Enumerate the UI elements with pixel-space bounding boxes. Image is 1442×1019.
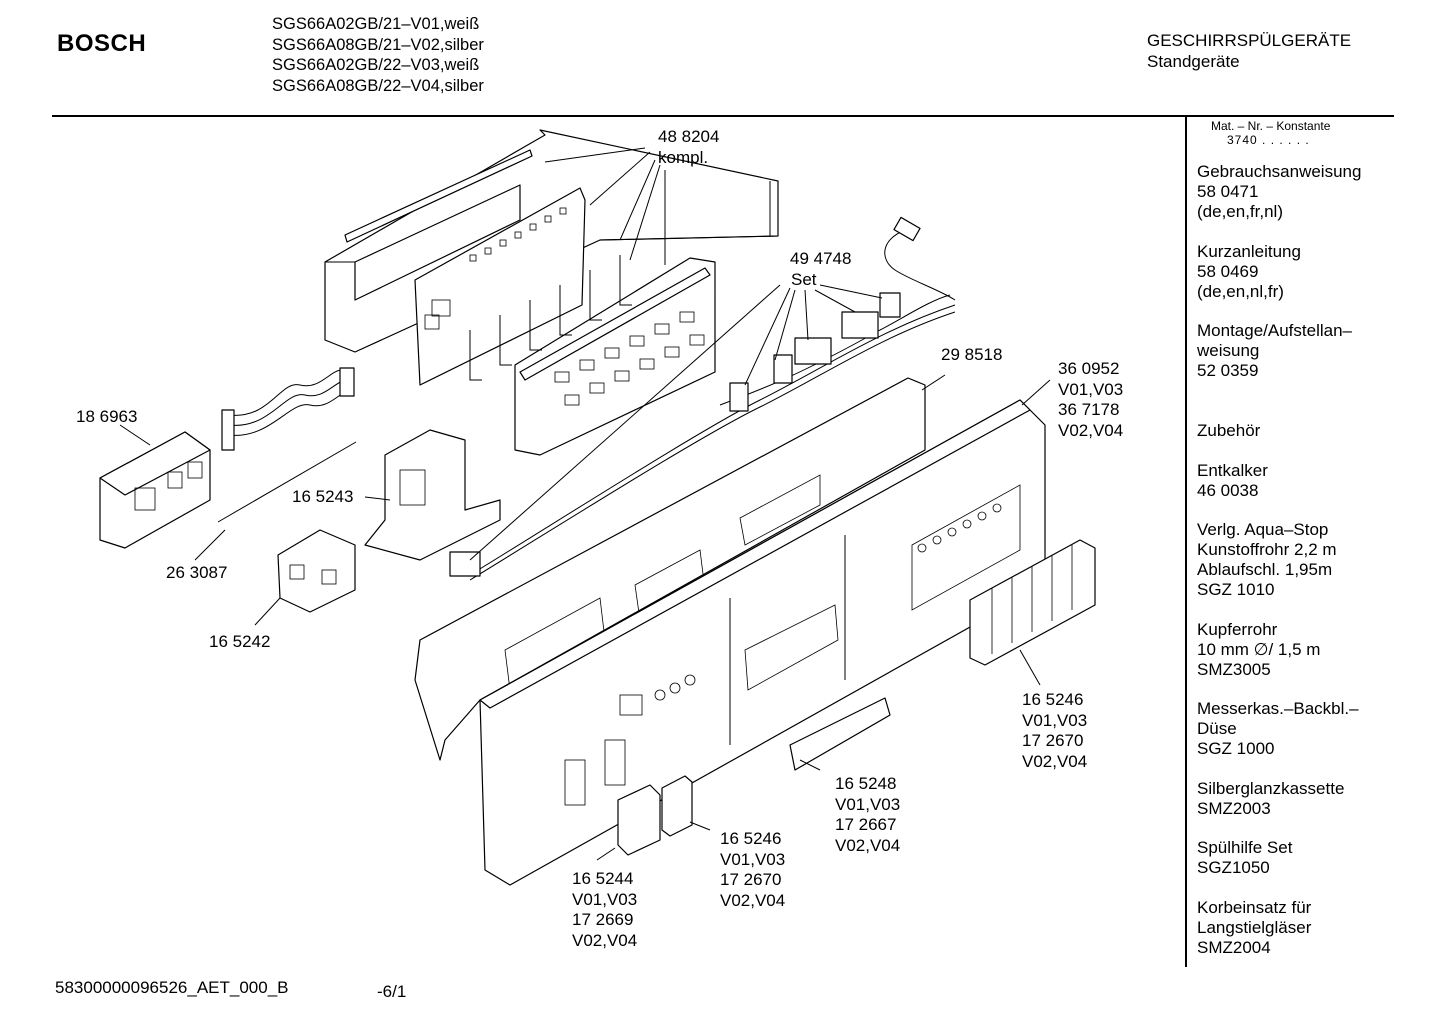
part-label-165242: 16 5242: [209, 632, 271, 651]
leader-lines: [119, 147, 1051, 861]
wire: [217, 441, 357, 523]
constant-label: Mat. – Nr. – Konstante: [1211, 119, 1331, 133]
subcategory-title: Standgeräte: [1147, 52, 1240, 71]
brand-logo: BOSCH: [57, 30, 147, 57]
button-holder-frame: [469, 255, 716, 456]
document-title: GESCHIRRSPÜLGERÄTE Standgeräte: [1147, 30, 1351, 72]
document-code: 58300000096526_AET_000_B: [55, 978, 289, 997]
display-module: [99, 431, 211, 549]
part-label-263087: 26 3087: [166, 563, 228, 582]
model-line: SGS66A02GB/21–V01,weiß: [272, 15, 480, 33]
model-line: SGS66A02GB/22–V03,weiß: [272, 56, 480, 74]
constant-value: 3740 . . . . . .: [1227, 133, 1310, 147]
circuit-board: [414, 187, 586, 386]
header-divider: [52, 115, 1394, 117]
part-label-298518: 29 8518: [941, 345, 1003, 364]
model-line: SGS66A08GB/21–V02,silber: [272, 35, 484, 54]
category-title: GESCHIRRSPÜLGERÄTE: [1147, 31, 1352, 50]
sidebar-item-zubehoer: Zubehör: [1197, 421, 1261, 440]
part-label-165243: 16 5243: [292, 487, 354, 506]
front-fascia: [479, 399, 1046, 886]
part-label-186963: 18 6963: [76, 407, 138, 426]
switch-housing: [364, 429, 501, 561]
button-cap-large: [617, 784, 661, 856]
trim-strip: [789, 697, 891, 771]
material-constant: Mat. – Nr. – Konstante 3740 . . . . . .: [1211, 119, 1330, 147]
switch-unit: [277, 529, 356, 613]
model-line: SGS66A08GB/22–V04,silber: [272, 76, 484, 95]
model-list: SGS66A02GB/21–V01,weiß SGS66A08GB/21–V02…: [272, 14, 484, 96]
sidebar-divider: [1185, 117, 1187, 967]
cable-harness: [449, 216, 956, 581]
button-set-right: [969, 539, 1096, 666]
page-number: -6/1: [377, 982, 407, 1001]
ribbon-cable: [221, 367, 355, 451]
button-cap-small: [661, 775, 693, 837]
